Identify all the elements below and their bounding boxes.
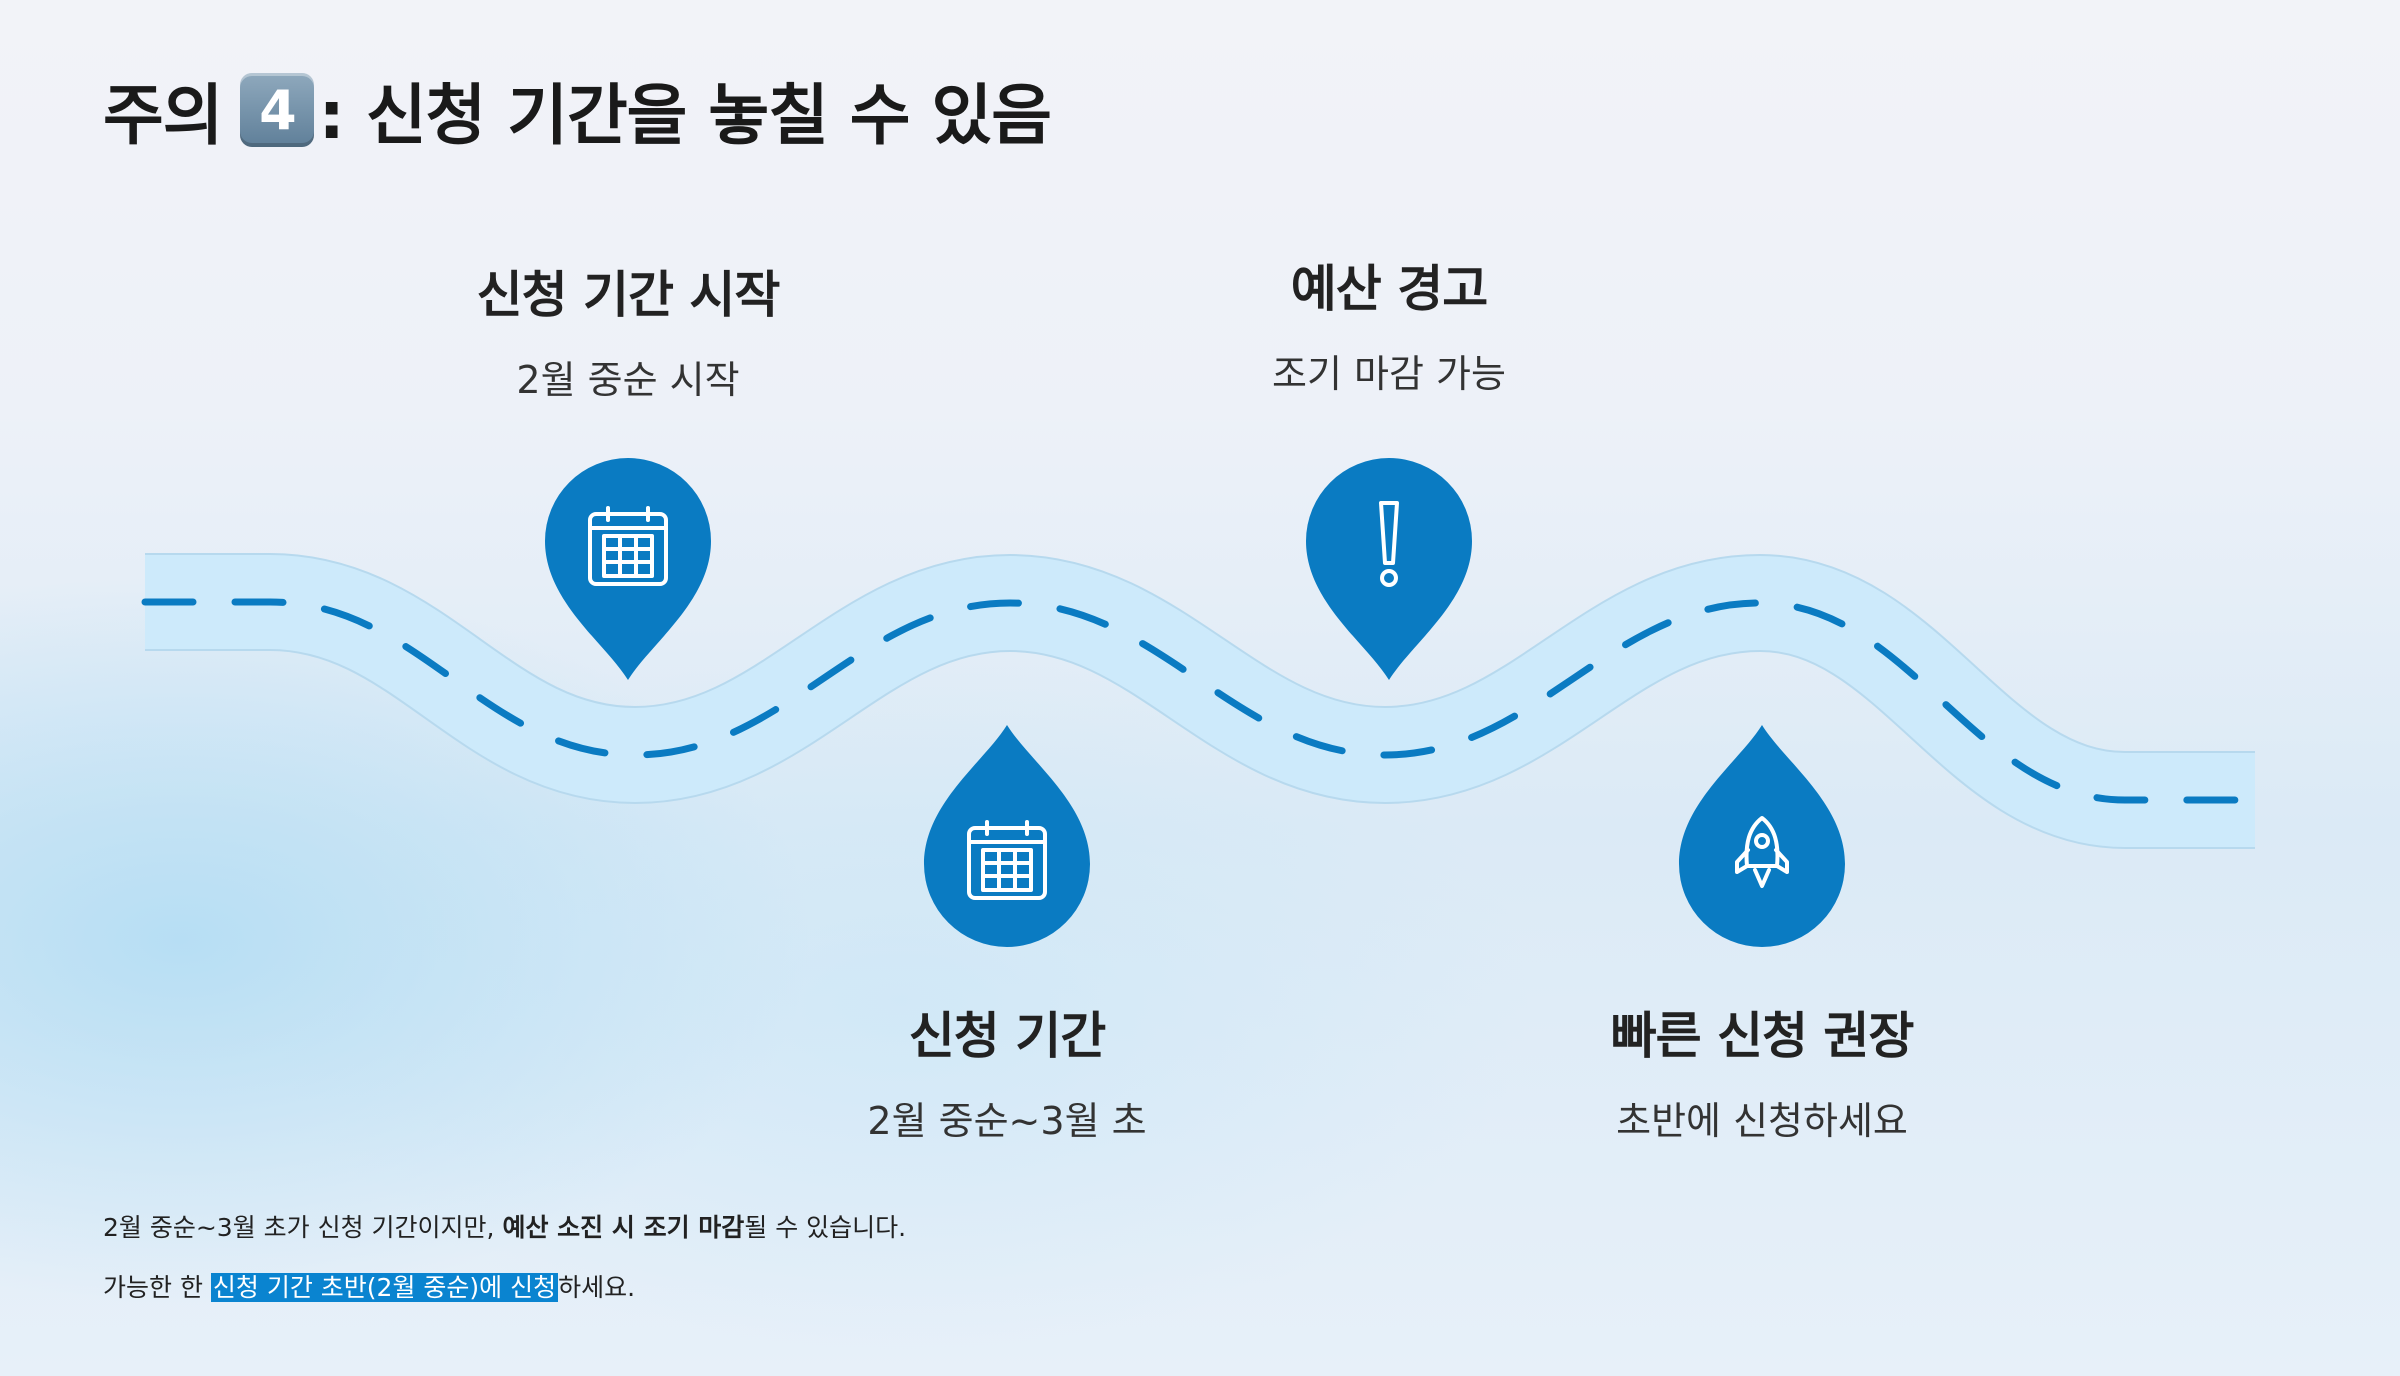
keycap-four-badge: 4: [240, 73, 315, 147]
milestone-label: 예산 경고 조기 마감 가능: [1089, 249, 1689, 398]
calendar-icon: [967, 820, 1047, 900]
exclamation-icon: [1379, 501, 1399, 587]
milestone-subtext: 초반에 신청하세요: [1616, 1099, 1908, 1143]
calendar-icon: [588, 506, 668, 586]
milestone-heading: 빠른 신청 권장: [1610, 1007, 1915, 1065]
road-surface: [145, 555, 2255, 847]
droplet-marker: [924, 725, 1090, 947]
rocket-icon: [1735, 816, 1789, 888]
milestone-subtext: 2월 중순~3월 초: [867, 1099, 1147, 1143]
footer-note-line-1: 2월 중순~3월 초가 신청 기간이지만, 예산 소진 시 조기 마감될 수 있…: [103, 1208, 906, 1244]
page-title: 주의 4 : 신청 기간을 놓칠 수 있음: [103, 62, 1052, 158]
milestone-label: 신청 기간 2월 중순~3월 초: [707, 996, 1307, 1145]
milestone-subtext: 조기 마감 가능: [1272, 352, 1506, 396]
footer-text: 2월 중순~3월 초가 신청 기간이지만,: [103, 1213, 503, 1242]
footer-bold-text: 예산 소진 시 조기 마감: [502, 1213, 745, 1242]
title-suffix: : 신청 기간을 놓칠 수 있음: [318, 77, 1051, 154]
map-pin-marker: [1306, 458, 1472, 680]
milestone-subtext: 2월 중순 시작: [516, 358, 740, 402]
milestone-heading: 예산 경고: [1290, 260, 1488, 318]
footer-text: 가능한 한: [103, 1273, 211, 1302]
milestone-heading: 신청 기간 시작: [476, 266, 781, 324]
title-prefix: 주의: [103, 77, 223, 154]
footer-highlight-text: 신청 기간 초반(2월 중순)에 신청: [210, 1273, 559, 1302]
map-pin-marker: [545, 458, 711, 680]
footer-text: 될 수 있습니다.: [744, 1213, 907, 1242]
milestone-heading: 신청 기간: [908, 1007, 1106, 1065]
droplet-marker: [1679, 725, 1845, 947]
milestone-label: 신청 기간 시작 2월 중순 시작: [328, 255, 928, 404]
footer-note-line-2: 가능한 한 신청 기간 초반(2월 중순)에 신청하세요.: [103, 1268, 635, 1304]
footer-text: 하세요.: [558, 1273, 636, 1302]
road-center-dashes: [141, 598, 2259, 804]
milestone-label: 빠른 신청 권장 초반에 신청하세요: [1462, 996, 2062, 1145]
